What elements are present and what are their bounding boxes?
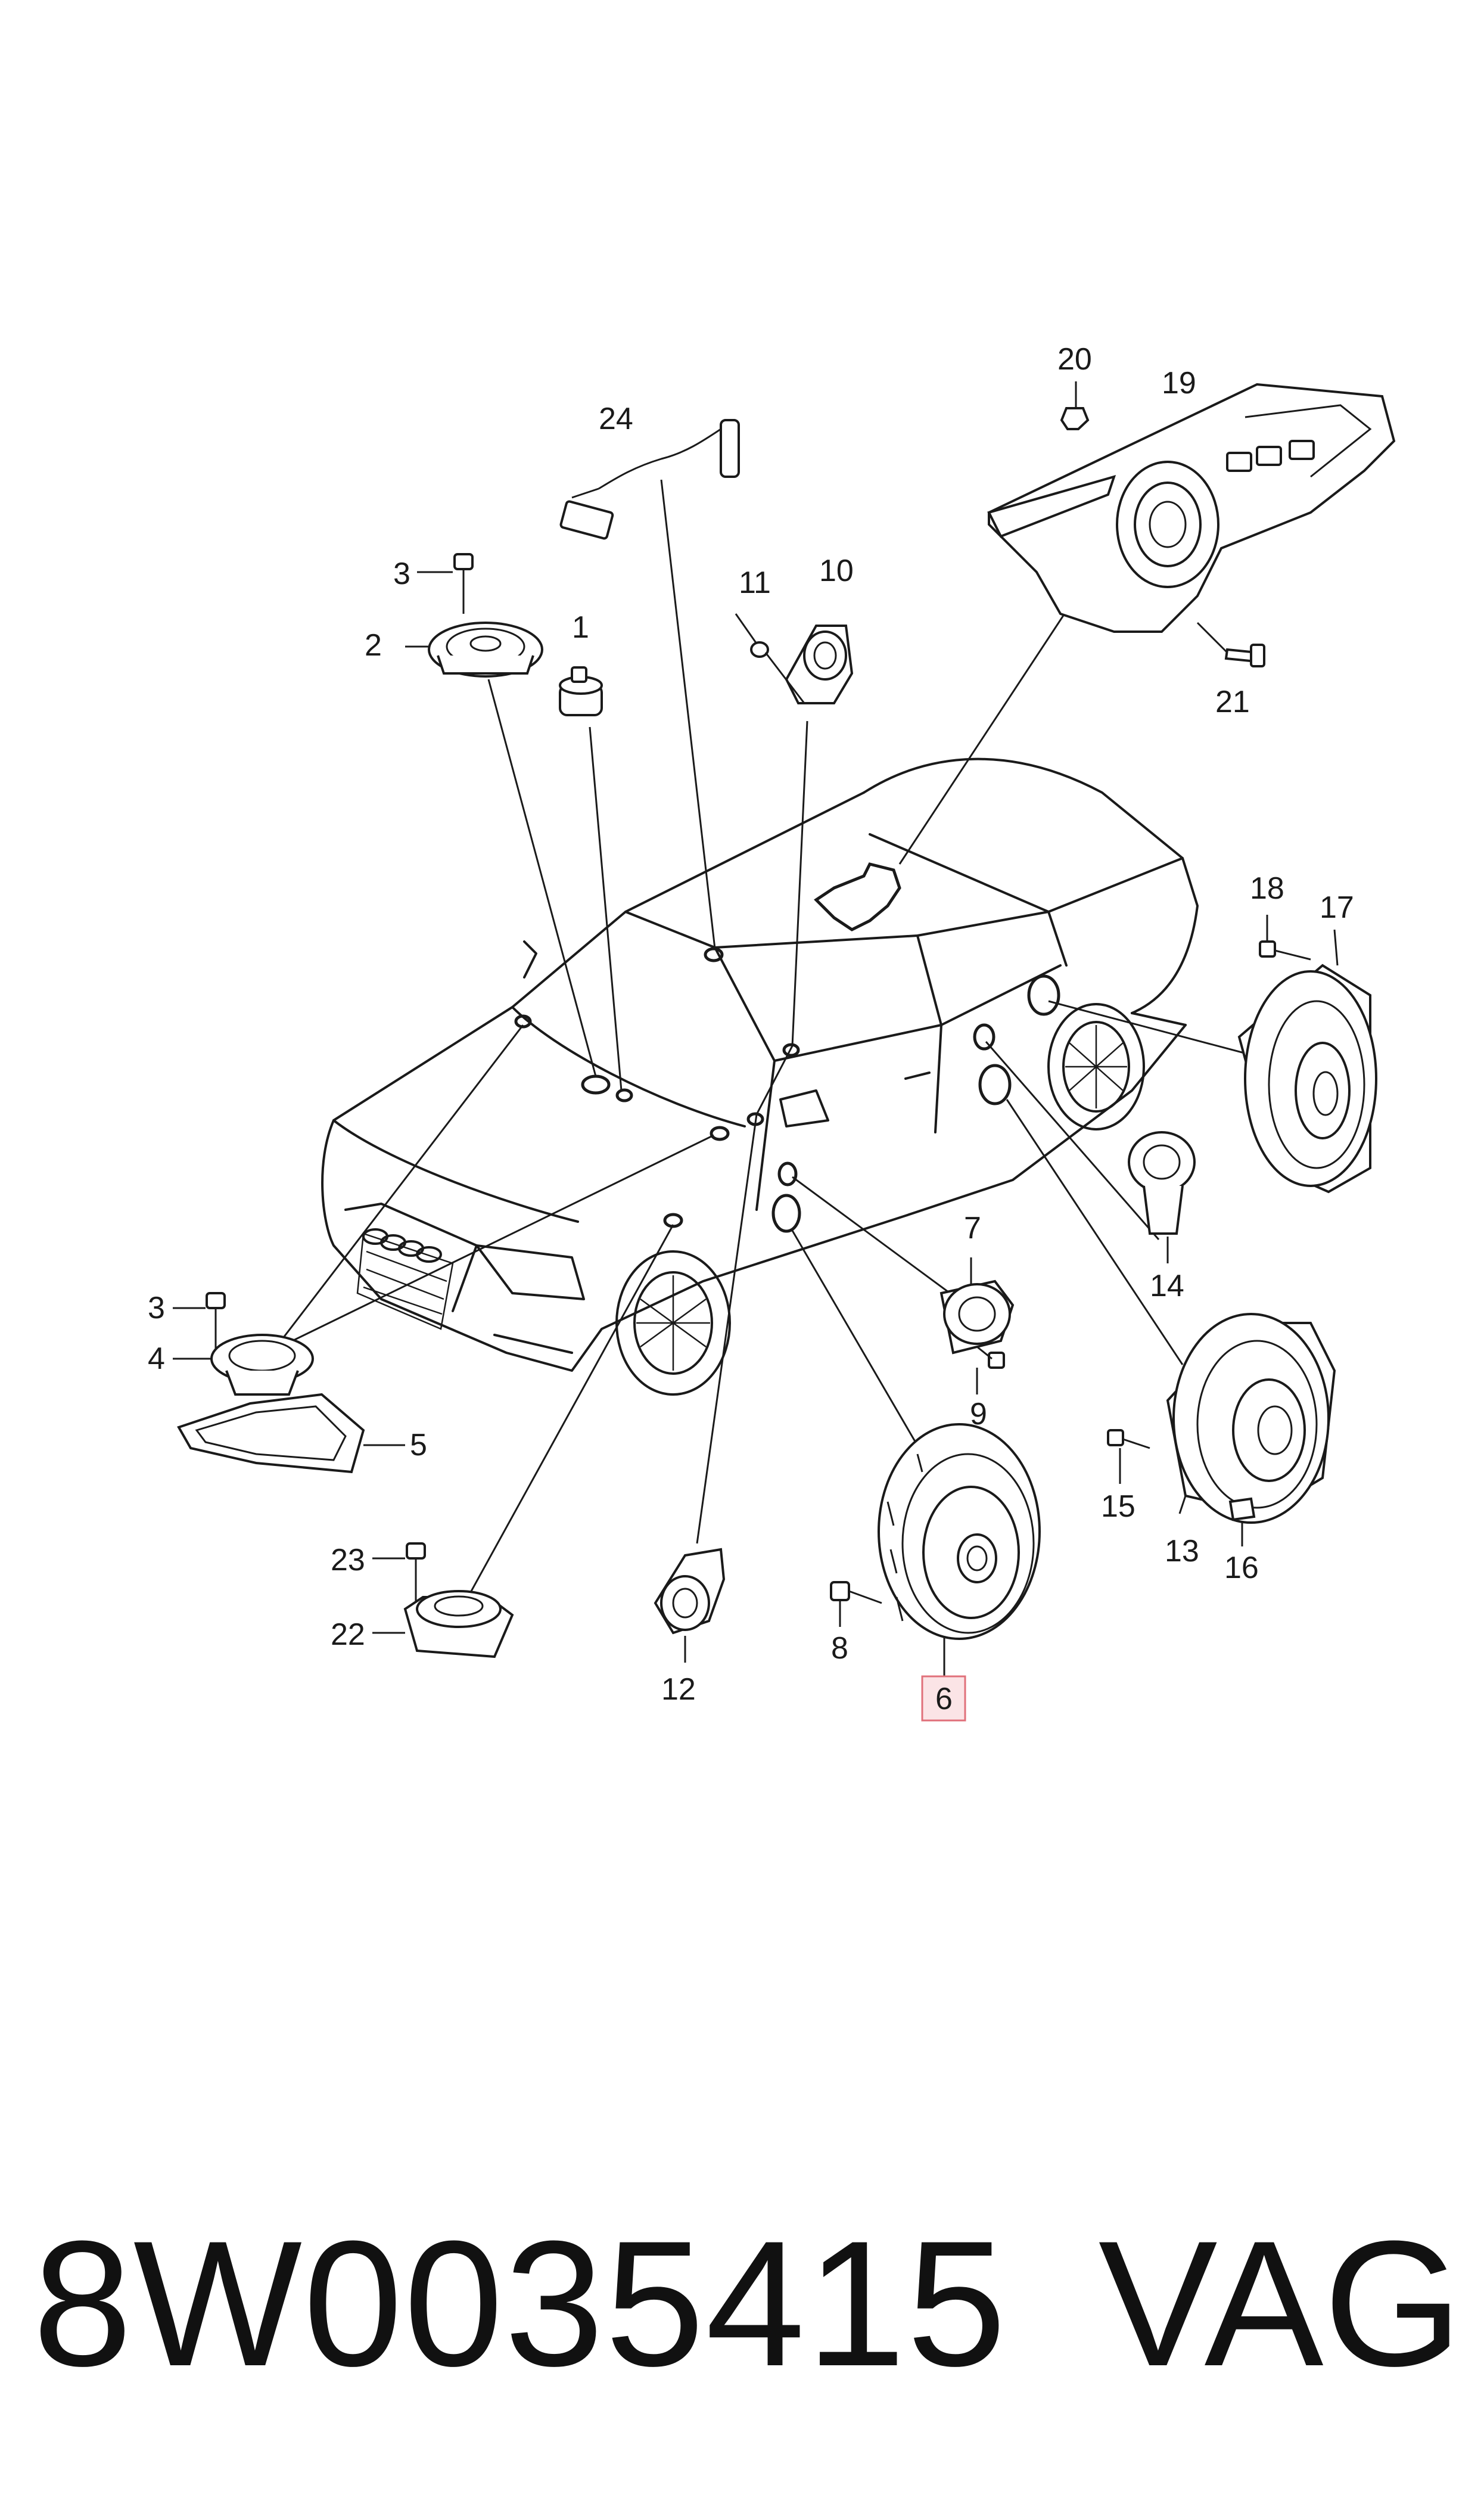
speaker-system-diagram: 1 2 3 3 4 5 7 8 9 10 11 12 13 14 15 16 1… [148,342,1396,1722]
part-number: 8W0035415 [33,2203,1007,2403]
callout-24: 24 [599,402,633,436]
callout-7: 7 [964,1211,981,1245]
mounting-marks [514,862,1060,1233]
callout-labels: 1 2 3 3 4 5 7 8 9 10 11 12 13 14 15 16 1… [148,342,1354,1707]
callout-18: 18 [1250,871,1284,906]
car-body [321,757,1199,1396]
part-5-grille-frame [177,1393,405,1474]
callout-15: 15 [1101,1489,1135,1524]
callout-19: 19 [1162,366,1196,400]
callout-2: 2 [365,628,382,663]
callout-16: 16 [1224,1551,1259,1585]
part-2-speaker [428,622,543,678]
part-19-shelf-bracket [987,383,1396,633]
part-4-center-speaker [173,1292,314,1396]
callout-9: 9 [970,1397,987,1431]
part-7-speaker [939,1257,1015,1355]
part-3-screw-top [405,553,474,648]
callout-17: 17 [1320,890,1354,925]
part-14-tweeter [1128,1131,1196,1263]
part-22-speaker [372,1542,514,1658]
part-18-screw [1259,915,1311,961]
callout-20: 20 [1057,342,1092,377]
leader-lines [273,479,1252,1604]
part-15-screw [1107,1429,1150,1484]
part-21-screw [1196,622,1265,667]
callout-21: 21 [1215,685,1250,719]
callout-5: 5 [410,1428,427,1462]
part-13-speaker [1166,1313,1336,1524]
callout-12: 12 [661,1672,696,1707]
part-11-pin [735,613,805,704]
callout-11: 11 [739,566,771,600]
part-10-tweeter [785,625,854,704]
part-17-speaker [1237,929,1377,1194]
part-9-screw [976,1346,1005,1394]
footer: 8W0035415 VAG [33,2205,1463,2402]
part-16-clip [1228,1497,1256,1546]
part-24-cable [559,419,740,540]
part-12-speaker [654,1548,726,1663]
callout-23: 23 [331,1543,365,1577]
part-6-door-speaker [878,1423,1041,1678]
part-1-tweeter [559,666,603,716]
part-20-nut [1060,381,1090,430]
callout-13: 13 [1165,1534,1199,1568]
callout-10: 10 [819,554,854,588]
callout-22: 22 [331,1617,365,1652]
callout-6-highlight[interactable]: 6 [921,1675,966,1722]
callout-3-top: 3 [393,557,410,591]
callout-8: 8 [831,1631,848,1666]
callout-3-bottom: 3 [148,1291,165,1325]
callout-4: 4 [148,1341,165,1376]
callout-1: 1 [572,610,589,645]
part-8-screw [830,1581,882,1627]
callout-14: 14 [1150,1269,1184,1303]
callout-6: 6 [935,1682,953,1716]
brand-label: VAG [1098,2203,1463,2403]
